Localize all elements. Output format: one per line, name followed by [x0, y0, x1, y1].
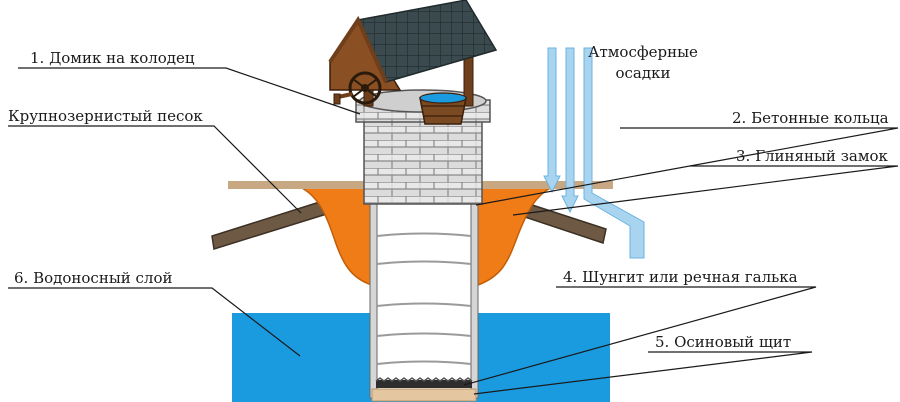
shaft-wall-left — [369, 189, 378, 399]
label-well-house: 1. Домик на колодец — [30, 49, 195, 67]
label-precip-line2: осадки — [616, 64, 671, 82]
shungite-layer — [375, 377, 473, 388]
ring-joints — [376, 232, 472, 365]
label-shungite: 4. Шунгит или речная галька — [563, 268, 798, 286]
well-shaft — [370, 190, 478, 398]
left-soil-branch — [211, 199, 331, 250]
label-concrete-rings: 2. Бетонные кольца — [732, 109, 889, 127]
bucket — [419, 92, 467, 125]
leader-lines — [8, 67, 899, 395]
label-clay-lock: 3. Глиняный замок — [736, 147, 889, 165]
aspen-shield — [371, 388, 477, 402]
shaft-wall-right — [470, 189, 479, 399]
precipitation-arrows — [543, 47, 645, 259]
label-aspen-shield: 5. Осиновый щит — [655, 333, 791, 351]
label-precip-line1: Атмосферные — [588, 43, 698, 61]
label-aquifer: 6. Водоносный слой — [14, 269, 173, 287]
winch — [333, 71, 382, 105]
well-head — [363, 117, 483, 205]
label-coarse-sand: Крупнозернистый песок — [8, 107, 203, 125]
roof-edge — [328, 15, 388, 83]
